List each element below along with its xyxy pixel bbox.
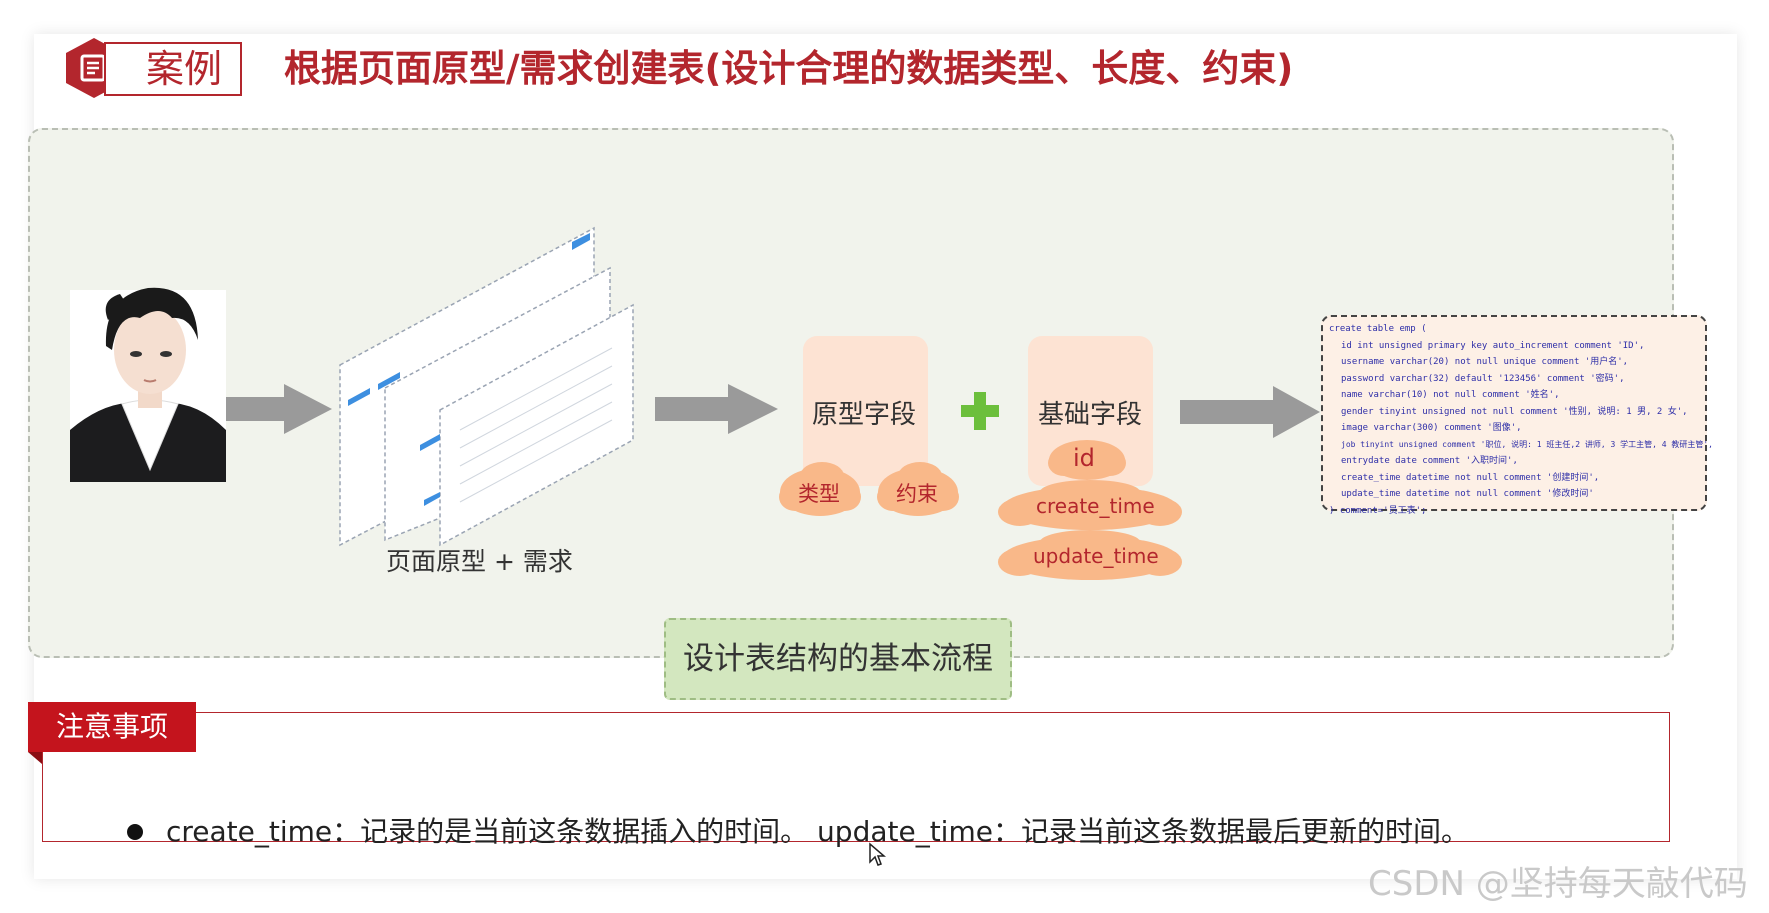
code-line: username varchar(20) not null unique com…	[1341, 357, 1629, 367]
base-tag-update-time: update_time	[1033, 544, 1159, 568]
code-line: id int unsigned primary key auto_increme…	[1341, 340, 1645, 351]
notes-tab: 注意事项	[28, 702, 196, 752]
constraint-tag: 约束	[896, 482, 938, 506]
code-line: name varchar(10) not null comment '姓名',	[1341, 390, 1560, 400]
code-line: update_time datetime not null comment '修…	[1341, 489, 1594, 499]
base-tag-id: id	[1073, 444, 1095, 472]
code-line: job tinyint unsigned comment '职位, 说明: 1 …	[1341, 439, 1714, 449]
code-line: image varchar(300) comment '图像',	[1341, 423, 1522, 433]
flow-caption: 设计表结构的基本流程	[664, 618, 1012, 700]
cloud-type	[779, 462, 861, 516]
mouse-cursor-icon	[869, 842, 886, 866]
type-tag: 类型	[798, 482, 840, 506]
code-line: create_time datetime not null comment '创…	[1341, 472, 1600, 483]
code-line: password varchar(32) default '123456' co…	[1341, 373, 1625, 384]
arrow-2	[655, 384, 778, 434]
person-illustration	[70, 287, 226, 482]
arrow-3	[1180, 386, 1320, 438]
prototype-label: 页面原型 + 需求	[386, 547, 573, 576]
base-fields-label: 基础字段	[1038, 400, 1143, 430]
base-tag-create-time: create_time	[1036, 494, 1155, 518]
prototype-fields-card	[803, 336, 928, 486]
code-line: ) comment='员工表';	[1329, 505, 1427, 516]
page-title: 根据页面原型/需求创建表(设计合理的数据类型、长度、约束)	[284, 47, 1294, 90]
sql-code-card: create table emp ( id int unsigned prima…	[1321, 315, 1714, 516]
case-label: 案例	[146, 47, 223, 91]
plus-icon	[961, 392, 999, 430]
code-line: gender tinyint unsigned not null comment…	[1341, 406, 1688, 417]
code-line: create table emp (	[1329, 324, 1427, 334]
cloud-update-time	[998, 530, 1182, 580]
code-line: entrydate date comment '入职时间',	[1341, 456, 1518, 466]
cloud-id	[1048, 440, 1126, 480]
cloud-constraint	[877, 462, 959, 516]
cloud-create-time	[998, 480, 1182, 530]
page-prototype-stack	[339, 226, 634, 547]
prototype-fields-label: 原型字段	[812, 400, 917, 430]
bullet-icon	[127, 824, 143, 840]
arrow-1	[226, 384, 332, 434]
note-item: create_time：记录的是当前这条数据插入的时间。 update_time…	[166, 815, 1469, 848]
watermark: CSDN @坚持每天敲代码	[1368, 864, 1748, 904]
case-badge	[104, 42, 242, 96]
notes-box	[42, 712, 1670, 842]
notes-tab-fold	[28, 752, 42, 764]
